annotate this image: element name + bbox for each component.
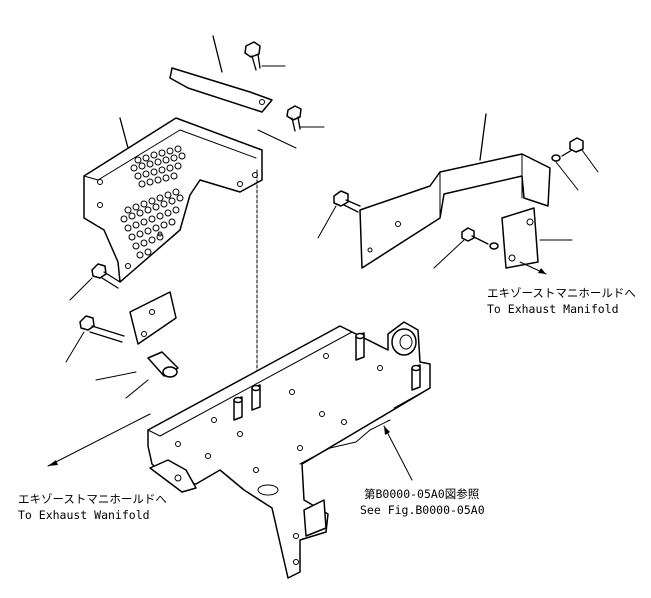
bolt-mid-right <box>433 227 499 269</box>
perforated-heat-shield <box>83 117 263 283</box>
bolt-right-bracket <box>317 190 361 239</box>
exhaust-label-en-right: To Exhaust Manifold <box>487 302 619 316</box>
arrow-to-manifold-right <box>519 261 547 275</box>
top-cover-plate <box>169 35 273 113</box>
reference-label-en: See Fig.B0000-05A0 <box>360 503 485 517</box>
bolt-far-right <box>551 137 599 191</box>
bolt-left-lower <box>65 315 125 363</box>
bolt-top-1 <box>244 41 286 71</box>
main-base-plate <box>147 321 431 579</box>
clamp-plate-right <box>501 207 573 269</box>
right-mounting-bracket <box>359 113 551 269</box>
exhaust-label-en-left: To Exhaust Wanifold <box>18 508 150 522</box>
small-bracket-plate <box>129 291 177 345</box>
assembly-line-top <box>257 129 297 149</box>
exhaust-label-jp-left: エキゾーストマニホールドへ <box>18 492 167 506</box>
bolt-top-2 <box>286 105 325 132</box>
arrow-to-manifold-left <box>47 413 151 467</box>
reference-label-jp: 第B0000-05A0図参照 <box>364 487 479 501</box>
spacer-collar <box>95 351 179 399</box>
reference-leader <box>383 425 413 481</box>
exhaust-label-jp-right: エキゾーストマニホールドへ <box>487 286 636 300</box>
bolt-left-upper <box>69 263 121 301</box>
